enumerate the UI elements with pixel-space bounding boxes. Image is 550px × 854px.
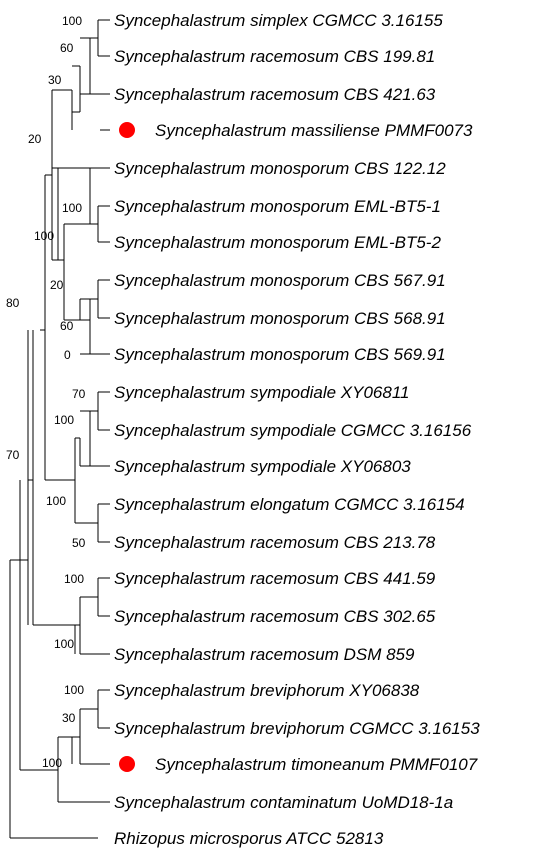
taxon-label-s-monosporum-cbs-569-91: Syncephalastrum monosporum CBS 569.91	[114, 345, 446, 364]
bootstrap-value: 100	[42, 756, 62, 770]
bootstrap-value: 100	[62, 14, 82, 28]
bootstrap-value: 100	[54, 413, 74, 427]
bootstrap-values: 100 60 30 20 100 100 70 20 60 0 100 80 1…	[6, 14, 86, 770]
tree-branches	[9, 19, 110, 839]
taxon-label-s-timoneanum-pmmf0107: Syncephalastrum timoneanum PMMF0107	[155, 755, 478, 774]
taxon-label-s-racemosum-cbs-213-78: Syncephalastrum racemosum CBS 213.78	[114, 533, 436, 552]
taxon-label-s-monosporum-eml-bt5-2: Syncephalastrum monosporum EML-BT5-2	[114, 233, 441, 252]
red-dot-marker-icon	[119, 122, 135, 138]
red-dot-marker-icon	[119, 756, 135, 772]
bootstrap-value: 80	[6, 296, 20, 310]
bootstrap-value: 20	[50, 278, 64, 292]
bootstrap-value: 100	[54, 637, 74, 651]
taxon-label-s-racemosum-cbs-302-65: Syncephalastrum racemosum CBS 302.65	[114, 607, 436, 626]
taxon-labels: Syncephalastrum simplex CGMCC 3.16155 Sy…	[114, 11, 480, 848]
bootstrap-value: 100	[62, 201, 82, 215]
taxon-label-s-monosporum-cbs-122-12: Syncephalastrum monosporum CBS 122.12	[114, 159, 446, 178]
taxon-label-s-contaminatum-uomd18-1a: Syncephalastrum contaminatum UoMD18-1a	[114, 793, 453, 812]
taxon-markers	[119, 122, 135, 772]
bootstrap-value: 100	[46, 494, 66, 508]
bootstrap-value: 70	[6, 448, 20, 462]
bootstrap-value: 100	[64, 572, 84, 586]
taxon-label-s-breviphorum-xy06838: Syncephalastrum breviphorum XY06838	[114, 681, 420, 700]
taxon-label-r-microsporus-atcc-52813: Rhizopus microsporus ATCC 52813	[114, 829, 384, 848]
taxon-label-s-monosporum-eml-bt5-1: Syncephalastrum monosporum EML-BT5-1	[114, 197, 441, 216]
bootstrap-value: 100	[64, 683, 84, 697]
bootstrap-value: 30	[48, 73, 62, 87]
bootstrap-value: 50	[72, 536, 86, 550]
taxon-label-s-sympodiale-cgmcc-3-16156: Syncephalastrum sympodiale CGMCC 3.16156	[114, 421, 472, 440]
taxon-label-s-simplex-cgmcc-3-16155: Syncephalastrum simplex CGMCC 3.16155	[114, 11, 443, 30]
taxon-label-s-sympodiale-xy06811: Syncephalastrum sympodiale XY06811	[114, 383, 409, 402]
bootstrap-value: 0	[64, 348, 71, 362]
bootstrap-value: 70	[72, 387, 86, 401]
bootstrap-value: 100	[34, 229, 54, 243]
taxon-label-s-racemosum-cbs-441-59: Syncephalastrum racemosum CBS 441.59	[114, 569, 436, 588]
taxon-label-s-elongatum-cgmcc-3-16154: Syncephalastrum elongatum CGMCC 3.16154	[114, 495, 465, 514]
taxon-label-s-breviphorum-cgmcc-3-16153: Syncephalastrum breviphorum CGMCC 3.1615…	[114, 719, 480, 738]
taxon-label-s-racemosum-cbs-421-63: Syncephalastrum racemosum CBS 421.63	[114, 85, 436, 104]
taxon-label-s-sympodiale-xy06803: Syncephalastrum sympodiale XY06803	[114, 457, 411, 476]
bootstrap-value: 30	[62, 711, 76, 725]
bootstrap-value: 20	[28, 132, 42, 146]
taxon-label-s-monosporum-cbs-568-91: Syncephalastrum monosporum CBS 568.91	[114, 309, 446, 328]
taxon-label-s-monosporum-cbs-567-91: Syncephalastrum monosporum CBS 567.91	[114, 271, 446, 290]
bootstrap-value: 60	[60, 319, 74, 333]
taxon-label-s-racemosum-cbs-199-81: Syncephalastrum racemosum CBS 199.81	[114, 47, 435, 66]
taxon-label-s-racemosum-dsm-859: Syncephalastrum racemosum DSM 859	[114, 645, 415, 664]
bootstrap-value: 60	[60, 41, 74, 55]
taxon-label-s-massiliense-pmmf0073: Syncephalastrum massiliense PMMF0073	[155, 121, 473, 140]
